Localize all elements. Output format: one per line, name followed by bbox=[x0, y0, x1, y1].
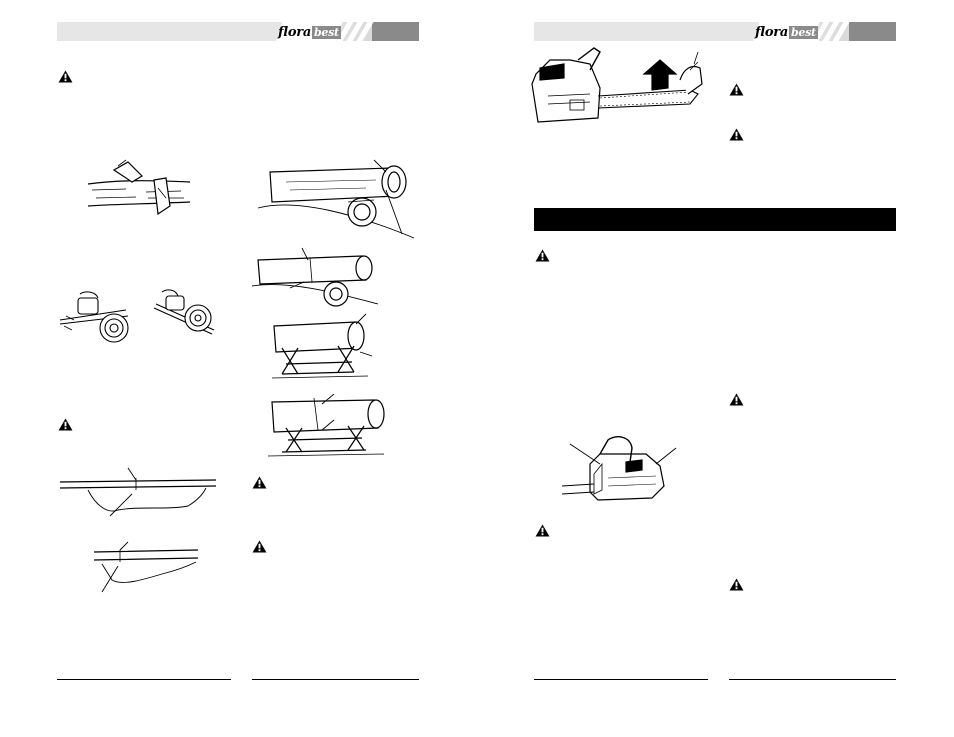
log-bending-illustration bbox=[93, 541, 199, 593]
log-on-slope-illustration bbox=[257, 159, 415, 239]
log-wedge-illustration bbox=[87, 159, 191, 216]
chainsaw-kickback-illustration bbox=[531, 47, 703, 123]
chainsaw-log-cut-illustration bbox=[153, 289, 215, 335]
footer-rule bbox=[534, 679, 708, 680]
footer-rule bbox=[57, 679, 231, 680]
log-on-sawhorse-illustration bbox=[271, 313, 373, 379]
warning-triangle-icon bbox=[252, 476, 267, 489]
warning-triangle-icon bbox=[252, 540, 267, 553]
right-header-dark-block bbox=[849, 22, 896, 41]
footer-rule bbox=[252, 679, 419, 680]
warning-triangle-icon bbox=[535, 249, 550, 262]
warning-triangle-icon bbox=[729, 578, 744, 591]
left-header-dark-block bbox=[372, 22, 419, 41]
warning-triangle-icon bbox=[729, 83, 744, 96]
warning-triangle-icon bbox=[58, 70, 73, 83]
log-on-support-illustration bbox=[251, 247, 379, 307]
warning-triangle-icon bbox=[58, 418, 73, 431]
log-on-sawhorse-illustration bbox=[267, 394, 385, 457]
footer-rule bbox=[729, 679, 896, 680]
log-bending-illustration bbox=[59, 467, 217, 517]
warning-triangle-icon bbox=[729, 128, 744, 141]
chainsaw-chain-brake-illustration bbox=[561, 436, 677, 501]
warning-triangle-icon bbox=[729, 393, 744, 406]
chainsaw-log-cut-illustration bbox=[59, 291, 129, 343]
section-heading-bar bbox=[534, 208, 896, 231]
warning-triangle-icon bbox=[535, 524, 550, 537]
